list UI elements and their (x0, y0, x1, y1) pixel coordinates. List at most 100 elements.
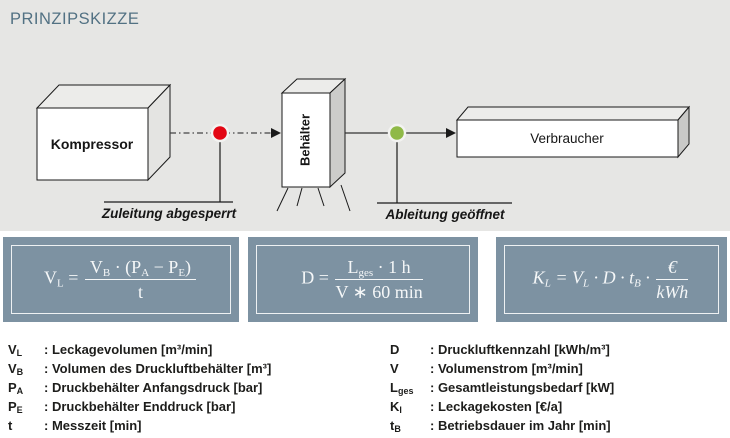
legend-row: Kl : Leckagekosten [€/a] (390, 397, 725, 416)
formula-denominator: V ∗ 60 min (335, 282, 423, 302)
legend-column-left: VL : Leckagevolumen [m³/min] VB : Volume… (8, 340, 358, 435)
kompressor-top-face (35, 84, 172, 109)
behaelter-leg (340, 184, 351, 212)
legend-description: : Volumen des Druckluftbehälter [m³] (44, 361, 272, 376)
legend-description: : Messzeit [min] (44, 418, 142, 433)
outlet-arrowhead-icon (446, 128, 456, 138)
formula-term: · (P (110, 257, 142, 277)
outlet-caption: Ableitung geöffnet (385, 207, 505, 222)
legend-row: PE : Druckbehälter Enddruck [bar] (8, 397, 358, 416)
formula-leakage-volume: VL = VB · (PA − PE)t (44, 258, 198, 301)
formula-sub: B (634, 277, 641, 290)
page-title: PRINZIPSKIZZE (10, 10, 140, 28)
formula-term: V (89, 257, 103, 277)
formula-sub: L (56, 277, 64, 290)
symbol-sub: L (16, 347, 23, 358)
formula-panel-leakage-cost: KL = VL · D · tB · €kWh (496, 237, 727, 322)
formula-fraction: VB · (PA − PE)t (84, 257, 197, 302)
formula-sub: L (544, 277, 551, 290)
formula-term: − P (149, 257, 179, 277)
legend-description: : Leckagevolumen [m³/min] (44, 342, 213, 357)
symbol-sub: l (399, 404, 402, 415)
symbol-base: t (390, 417, 395, 433)
supply-caption: Zuleitung abgesperrt (101, 206, 237, 221)
formula-sub: E (178, 267, 186, 279)
legend-symbol: D (390, 342, 430, 358)
kompressor-box: Kompressor (35, 83, 172, 182)
open-valve-green-dot (387, 123, 407, 143)
kompressor-label: Kompressor (51, 136, 134, 152)
symbol-base: L (390, 379, 398, 395)
symbol-sub: ges (397, 385, 414, 396)
principle-sketch-diagram: Kompressor Zuleitung abgesperrt Behälter… (35, 77, 691, 222)
behaelter-label: Behälter (297, 114, 312, 166)
legend-symbol: VB (8, 361, 44, 377)
symbol-sub: B (394, 423, 401, 434)
formula-leakage-cost: KL = VL · D · tB · €kWh (533, 258, 691, 301)
formula-term: · D · t (589, 267, 635, 288)
formula-term: V (43, 267, 57, 288)
symbol-sub: A (16, 385, 24, 396)
formula-numerator: Lges · 1 h (335, 257, 423, 280)
formula-term: V (571, 267, 583, 288)
legend-symbol: tB (390, 418, 430, 434)
formula-equals: = (63, 267, 83, 288)
legend-row: Lges : Gesamtleistungsbedarf [kW] (390, 378, 725, 397)
verbraucher-front-face (456, 119, 679, 158)
legend-symbol: Lges (390, 380, 430, 396)
legend-row: V : Volumenstrom [m³/min] (390, 359, 725, 378)
symbol-base: D (390, 341, 400, 357)
symbol-sub: B (16, 366, 24, 377)
formula-inner-border: VL = VB · (PA − PE)t (11, 245, 231, 314)
kompressor-front-face (36, 107, 149, 181)
legend-description: : Druckbehälter Anfangsdruck [bar] (44, 380, 263, 395)
symbol-base: P (8, 379, 17, 395)
legend-description: : Leckagekosten [€/a] (430, 399, 563, 414)
legend-description: : Gesamtleistungsbedarf [kW] (430, 380, 615, 395)
legend-symbol: VL (8, 342, 44, 358)
diagram-panel: PRINZIPSKIZZE Kompressor Zuleitung abges… (0, 0, 730, 231)
behaelter-side-face (329, 77, 346, 189)
symbol-base: V (8, 360, 17, 376)
formula-fraction: €kWh (656, 258, 689, 302)
legend-row: VB : Volumen des Druckluftbehälter [m³] (8, 359, 358, 378)
legend-row: t : Messzeit [min] (8, 416, 358, 435)
legend-row: PA : Druckbehälter Anfangsdruck [bar] (8, 378, 358, 397)
legend-description: : Druckluftkennzahl [kWh/m³] (430, 342, 610, 357)
legend-column-right: D : Druckluftkennzahl [kWh/m³] V : Volum… (390, 340, 725, 435)
formula-term: · (640, 267, 655, 288)
formula-equals: = (550, 267, 572, 288)
legend-row: D : Druckluftkennzahl [kWh/m³] (390, 340, 725, 359)
formula-term: · 1 h (373, 257, 411, 277)
formula-sub: A (141, 267, 150, 279)
legend-description: : Betriebsdauer im Jahr [min] (430, 418, 611, 433)
formula-term: ) (185, 257, 192, 277)
formula-equals: = (314, 267, 334, 288)
verbraucher-box: Verbraucher (455, 105, 691, 159)
supply-arrowhead-icon (271, 128, 281, 138)
behaelter-front-face (281, 92, 331, 188)
formula-numerator: € (656, 258, 689, 280)
formula-denominator: t (137, 282, 143, 302)
legend-description: : Druckbehälter Enddruck [bar] (44, 399, 236, 414)
formula-denominator: kWh (656, 282, 689, 302)
behaelter-leg (317, 187, 325, 207)
formula-term: L (347, 257, 359, 277)
symbol-base: P (8, 398, 17, 414)
legend-symbol: Kl (390, 399, 430, 415)
behaelter-box: Behälter (276, 77, 351, 212)
legend-symbol: t (8, 418, 44, 434)
legend-symbol: PA (8, 380, 44, 396)
verbraucher-label: Verbraucher (530, 131, 604, 146)
behaelter-leg (296, 187, 303, 207)
symbol-base: V (390, 360, 399, 376)
formula-term: K (532, 267, 545, 288)
legend-symbol: PE (8, 399, 44, 415)
formula-numerator: VB · (PA − PE) (84, 257, 197, 280)
symbol-sub: E (16, 404, 23, 415)
formula-term: D (301, 267, 315, 288)
